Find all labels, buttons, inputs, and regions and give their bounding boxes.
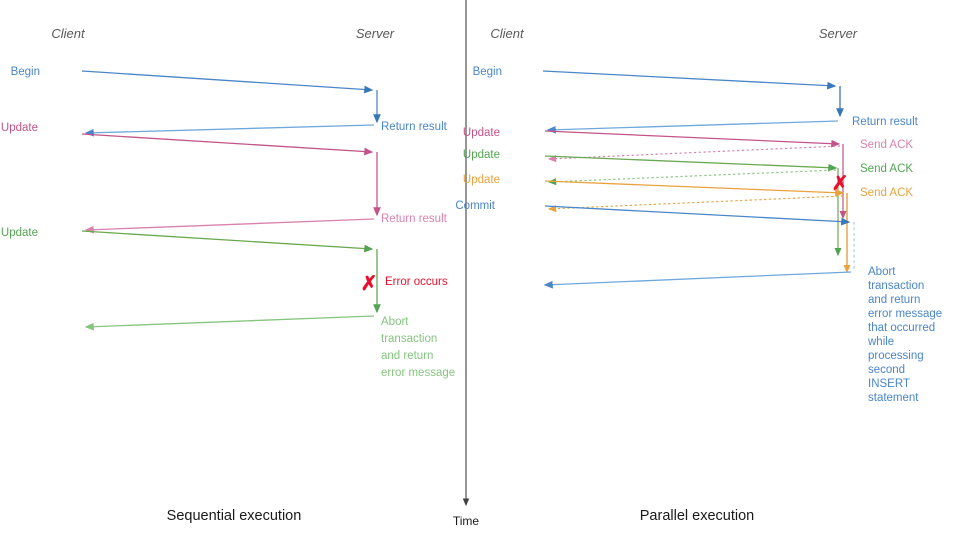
label-begin: Begin (473, 66, 502, 78)
abort-line-8: INSERT (868, 378, 910, 390)
abort-line-0: Abort (868, 266, 896, 278)
label-return-result-1: Return result (381, 121, 448, 133)
arrow-begin (81, 70, 374, 94)
arrow-send-ack-1 (547, 145, 841, 163)
left-actor-client-label: Client (51, 26, 86, 41)
arrow-abort-return (543, 271, 852, 289)
arrow-commit (544, 205, 851, 226)
abort-line-3: error message (868, 308, 942, 320)
arrow-begin (542, 70, 837, 90)
right-panel: Client Server Begin Return result Update… (455, 26, 945, 524)
right-panel-caption: Parallel execution (640, 508, 754, 524)
abort-line-1: transaction (868, 280, 924, 292)
label-return-result: Return result (852, 116, 919, 128)
arrow-return-result-2 (84, 218, 375, 234)
arrow-return-result (546, 120, 839, 134)
abort-line-0: Abort (381, 316, 409, 328)
abort-line-1: transaction (381, 333, 437, 345)
arrow-update-2 (81, 230, 374, 253)
arrow-return-result-1 (84, 124, 375, 137)
right-actor-server-label: Server (819, 26, 858, 41)
label-update-3: Update (463, 174, 500, 186)
arrow-update-2 (544, 155, 838, 172)
error-x-icon: ✗ (361, 273, 378, 295)
label-update-2: Update (1, 227, 38, 239)
label-update-1: Update (1, 122, 38, 134)
label-update-1: Update (463, 127, 500, 139)
abort-line-6: processing (868, 350, 924, 362)
abort-line-9: statement (868, 392, 919, 404)
label-commit: Commit (455, 200, 495, 212)
abort-line-7: second (868, 364, 905, 376)
error-x-icon: ✗ (832, 173, 849, 195)
abort-line-3: error message (381, 367, 455, 379)
left-panel: Client Server Begin Return result Update… (1, 26, 455, 524)
arrow-abort-return (84, 315, 375, 331)
left-panel-caption: Sequential execution (167, 508, 302, 524)
arrow-send-ack-3 (547, 195, 844, 213)
arrow-update-1 (81, 133, 374, 156)
label-begin: Begin (11, 66, 40, 78)
left-actor-server-label: Server (356, 26, 395, 41)
label-send-ack-3: Send ACK (860, 187, 913, 199)
time-axis-label: Time (453, 514, 480, 528)
abort-line-2: and return (381, 350, 433, 362)
label-update-2: Update (463, 149, 500, 161)
arrow-update-3 (544, 180, 845, 197)
label-send-ack-2: Send ACK (860, 163, 913, 175)
arrow-update-1 (544, 130, 841, 148)
abort-line-4: that occurred (868, 322, 935, 334)
label-return-result-2: Return result (381, 213, 448, 225)
label-abort-message: Abort transaction and return error messa… (381, 316, 455, 379)
abort-line-2: and return (868, 294, 920, 306)
right-actor-client-label: Client (490, 26, 525, 41)
abort-line-5: while (867, 336, 894, 348)
arrow-send-ack-2 (547, 169, 837, 186)
label-abort-message: Abort transaction and return error messa… (867, 266, 945, 404)
label-error-occurs: Error occurs (385, 276, 448, 288)
label-send-ack-1: Send ACK (860, 139, 913, 151)
